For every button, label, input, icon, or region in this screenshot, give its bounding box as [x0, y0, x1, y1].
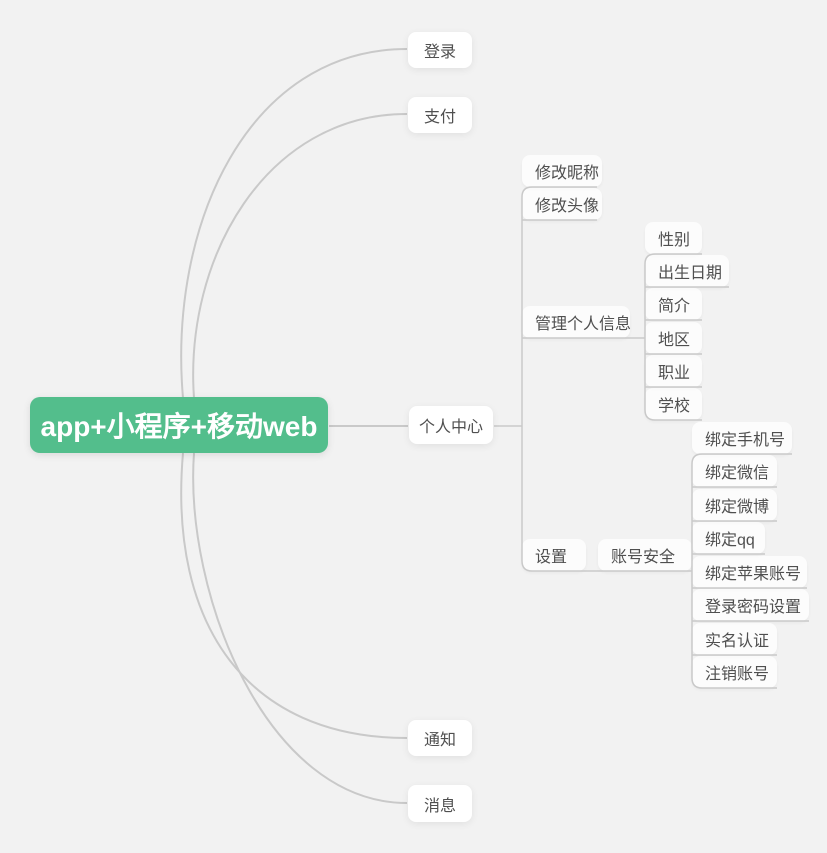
node-bind-qq[interactable]: 绑定qq: [692, 522, 765, 554]
node-edit-nickname[interactable]: 修改昵称: [522, 155, 602, 187]
node-manage-profile[interactable]: 管理个人信息: [522, 306, 631, 338]
node-real-name[interactable]: 实名认证: [692, 623, 777, 655]
node-intro[interactable]: 简介: [645, 288, 702, 320]
node-settings[interactable]: 设置: [522, 539, 586, 571]
node-login-password[interactable]: 登录密码设置: [692, 589, 809, 621]
node-bind-wechat[interactable]: 绑定微信: [692, 455, 777, 487]
node-notification[interactable]: 通知: [408, 720, 472, 756]
node-edit-avatar[interactable]: 修改头像: [522, 188, 602, 220]
edge-root-login: [180, 48, 408, 399]
node-school[interactable]: 学校: [645, 388, 702, 420]
node-region[interactable]: 地区: [645, 322, 702, 354]
node-occupation[interactable]: 职业: [645, 355, 702, 387]
node-login[interactable]: 登录: [408, 32, 472, 68]
edge-root-notification: [180, 452, 408, 739]
node-pay[interactable]: 支付: [408, 97, 472, 133]
node-birth-date[interactable]: 出生日期: [645, 255, 729, 287]
edge-root-pay: [192, 113, 408, 399]
node-delete-account[interactable]: 注销账号: [692, 656, 777, 688]
node-bind-apple[interactable]: 绑定苹果账号: [692, 556, 807, 588]
node-account-security[interactable]: 账号安全: [598, 539, 692, 571]
node-root[interactable]: app+小程序+移动web: [30, 397, 328, 453]
node-gender[interactable]: 性别: [645, 222, 702, 254]
edge-root-message: [192, 452, 408, 804]
node-personal-center[interactable]: 个人中心: [409, 406, 493, 444]
node-message[interactable]: 消息: [408, 785, 472, 822]
node-bind-phone[interactable]: 绑定手机号: [692, 422, 792, 454]
node-bind-weibo[interactable]: 绑定微博: [692, 489, 777, 521]
